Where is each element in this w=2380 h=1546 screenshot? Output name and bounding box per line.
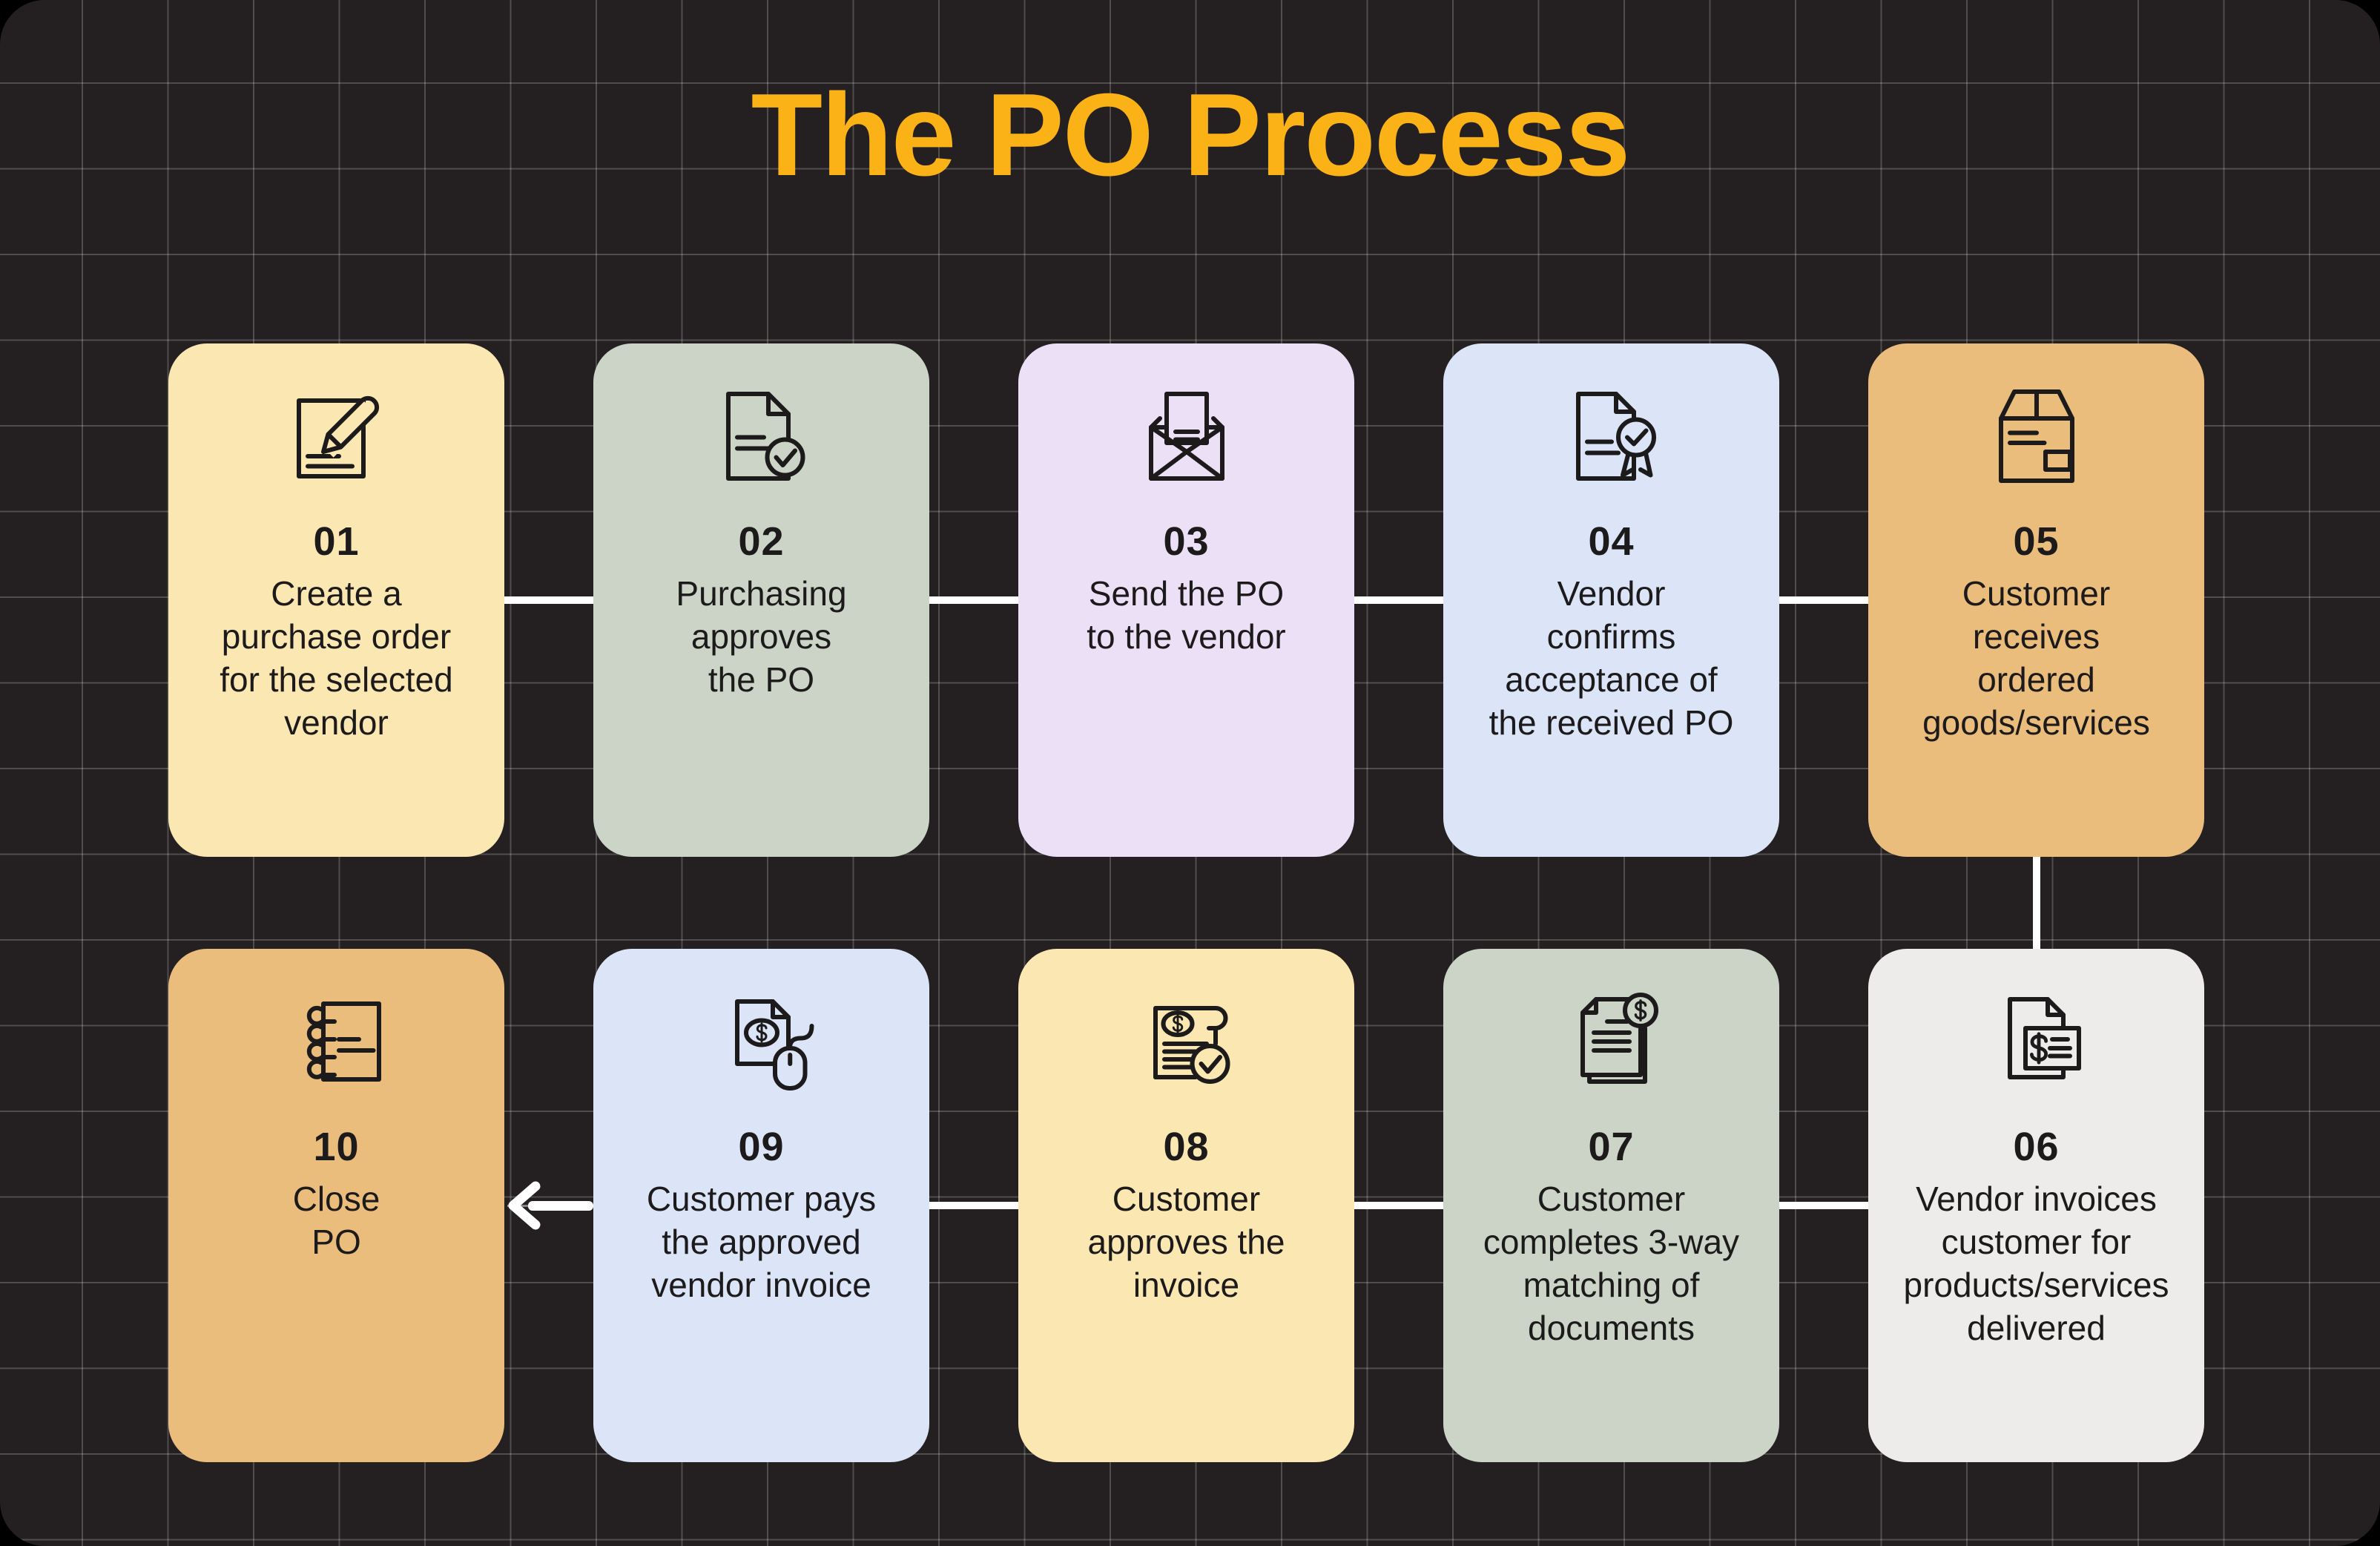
step-description: Send the PO to the vendor xyxy=(1018,572,1354,658)
step-description-line: purchase order xyxy=(221,617,452,656)
step-description-line: Create a xyxy=(271,574,402,613)
step-description-line: invoice xyxy=(1133,1266,1240,1304)
connector-line xyxy=(504,596,593,604)
step-number: 09 xyxy=(738,1125,785,1169)
step-description-line: Customer pays xyxy=(646,1180,877,1218)
step-description: Purchasing approves the PO xyxy=(593,572,929,701)
step-description: Vendor confirms acceptance of the received … xyxy=(1443,572,1779,744)
flow-arrow-shaft xyxy=(528,1200,593,1211)
step-description-line: receives xyxy=(1972,617,2100,656)
connector-line xyxy=(1354,596,1443,604)
step-number: 10 xyxy=(313,1125,360,1169)
page-title: The PO Process xyxy=(751,70,1631,200)
step-description-line: delivered xyxy=(1967,1309,2106,1347)
step-description-line: approves xyxy=(690,617,832,656)
step-description-line: Vendor xyxy=(1557,574,1666,613)
step-description-line: vendor xyxy=(284,703,389,742)
step-description-line: vendor invoice xyxy=(651,1266,871,1304)
step-description: Customer receives ordered goods/services xyxy=(1868,572,2204,744)
receipt-approved-icon xyxy=(1127,986,1246,1097)
step-description-line: Vendor invoices xyxy=(1916,1180,2157,1218)
step-description-line: for the selected xyxy=(220,660,453,699)
step-number: 05 xyxy=(2013,519,2060,564)
step-description-line: Send the PO xyxy=(1088,574,1285,613)
document-ribbon-icon xyxy=(1552,381,1671,492)
step-number: 04 xyxy=(1588,519,1635,564)
step-number: 07 xyxy=(1588,1125,1635,1169)
step-description-line: documents xyxy=(1527,1309,1695,1347)
step-description-line: the PO xyxy=(708,660,815,699)
step-number: 08 xyxy=(1163,1125,1210,1169)
step-description-line: goods/services xyxy=(1922,703,2150,742)
connector-line xyxy=(1779,1202,1868,1209)
arrow-left-icon xyxy=(503,1180,555,1231)
notebook-icon xyxy=(277,986,396,1097)
package-box-icon xyxy=(1977,381,2096,492)
document-check-icon xyxy=(702,381,821,492)
step-number: 02 xyxy=(738,519,785,564)
invoice-card-icon xyxy=(1977,986,2096,1097)
envelope-letter-icon xyxy=(1127,381,1246,492)
step-description-line: Purchasing xyxy=(676,574,847,613)
step-number: 03 xyxy=(1163,519,1210,564)
step-description-line: completes 3-way xyxy=(1483,1223,1740,1261)
documents-dollar-icon xyxy=(1552,986,1671,1097)
step-description-line: products/services xyxy=(1903,1266,2169,1304)
step-description-line: the received PO xyxy=(1489,703,1734,742)
step-description: Customer approves the invoice xyxy=(1018,1177,1354,1306)
step-description: Customer completes 3-way matching of docume… xyxy=(1443,1177,1779,1349)
step-description-line: PO xyxy=(311,1223,361,1261)
step-description-line: Customer xyxy=(1962,574,2111,613)
step-description: Customer pays the approved vendor invoice xyxy=(593,1177,929,1306)
step-description: Create a purchase order for the selected ve… xyxy=(168,572,504,744)
step-description-line: approves the xyxy=(1087,1223,1285,1261)
step-number: 01 xyxy=(313,519,360,564)
step-description-line: matching of xyxy=(1523,1266,1700,1304)
step-description-line: Close xyxy=(292,1180,380,1218)
connector-line xyxy=(929,596,1018,604)
step-description-line: confirms xyxy=(1546,617,1676,656)
payment-mouse-icon xyxy=(702,986,821,1097)
step-description-line: acceptance of xyxy=(1505,660,1718,699)
connector-line xyxy=(1354,1202,1443,1209)
connector-line xyxy=(929,1202,1018,1209)
step-description-line: Customer xyxy=(1537,1180,1686,1218)
connector-line xyxy=(2032,857,2040,949)
step-description-line: ordered xyxy=(1977,660,2095,699)
step-description-line: the approved xyxy=(662,1223,861,1261)
step-description: Vendor invoices customer for products/serv… xyxy=(1868,1177,2204,1349)
step-description-line: to the vendor xyxy=(1087,617,1286,656)
document-pencil-icon xyxy=(277,381,396,492)
step-description-line: Customer xyxy=(1112,1180,1261,1218)
step-description-line: customer for xyxy=(1941,1223,2132,1261)
step-number: 06 xyxy=(2013,1125,2060,1169)
connector-line xyxy=(1779,596,1868,604)
